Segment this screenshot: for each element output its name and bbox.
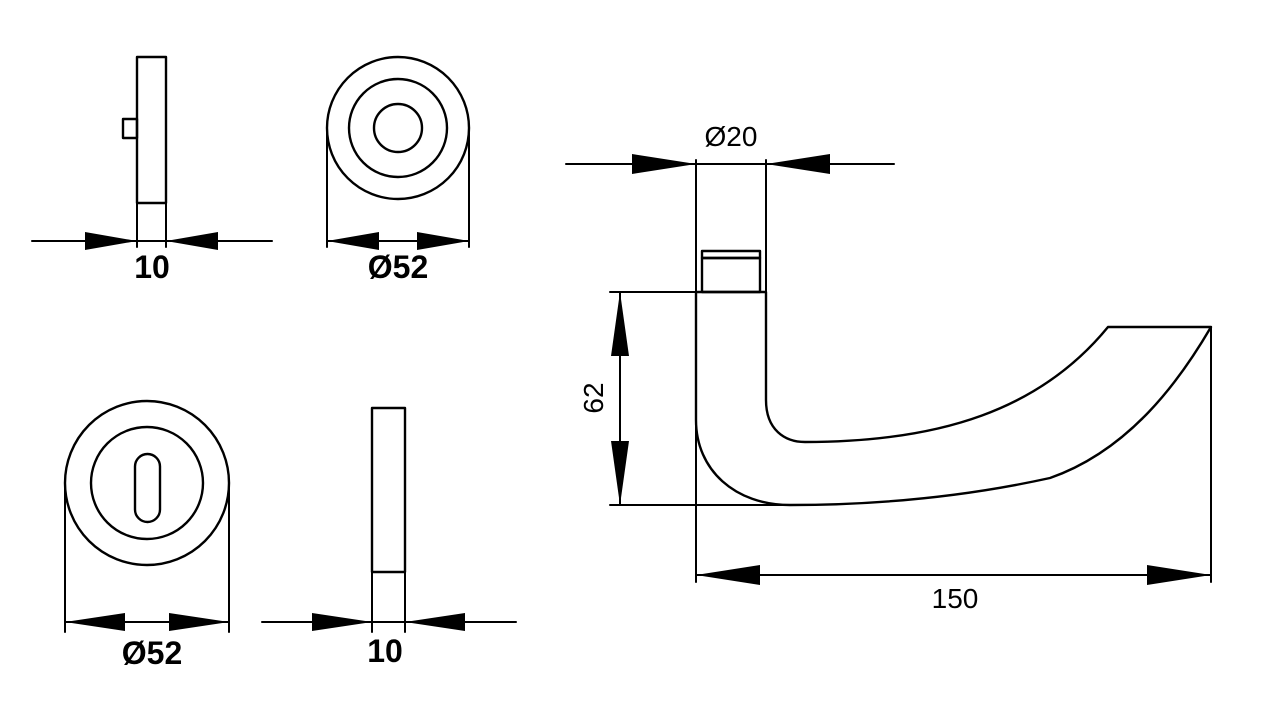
spindle-collar xyxy=(700,256,762,294)
lever-height-label: 62 xyxy=(578,382,609,413)
dimension-arrow xyxy=(85,232,137,250)
rose-side-spigot xyxy=(121,117,139,140)
dimension-arrow xyxy=(166,232,218,250)
keyhole-slot xyxy=(133,452,162,524)
dimension-arrow xyxy=(327,232,379,250)
lever-body xyxy=(694,290,1213,507)
dimension-arrow xyxy=(1147,565,1211,585)
dimension-arrow xyxy=(632,154,696,174)
rose-thickness-label: 10 xyxy=(134,249,170,285)
lever-length-label: 150 xyxy=(932,583,979,614)
rose-diameter-label: Ø52 xyxy=(368,249,428,285)
escutcheon-front-view: Ø52 xyxy=(63,399,231,671)
escutcheon-inner-circle xyxy=(89,425,205,541)
rose-middle-circle xyxy=(347,77,449,179)
dimension-arrow xyxy=(611,292,629,356)
rose-side-view: 10 xyxy=(31,55,273,285)
dimension-arrow xyxy=(611,441,629,505)
dimension-arrow xyxy=(169,613,229,631)
escutcheon-side-body xyxy=(370,406,407,574)
escutcheon-diameter-label: Ø52 xyxy=(122,635,182,671)
escutcheon-side-view: 10 xyxy=(261,406,517,669)
rose-front-view: Ø52 xyxy=(325,55,471,285)
escutcheon-thickness-label: 10 xyxy=(367,633,403,669)
neck-diameter-label: Ø20 xyxy=(705,121,758,152)
dimension-arrow xyxy=(405,613,465,631)
dimension-arrow xyxy=(417,232,469,250)
dimension-arrow xyxy=(696,565,760,585)
dimension-arrow xyxy=(766,154,830,174)
escutcheon-outer-circle xyxy=(63,399,231,567)
dimension-arrow xyxy=(65,613,125,631)
dimension-arrow xyxy=(312,613,372,631)
rose-inner-circle xyxy=(372,102,424,154)
rose-side-body xyxy=(135,55,168,205)
lever-handle-view: Ø20 62 150 xyxy=(565,121,1213,614)
